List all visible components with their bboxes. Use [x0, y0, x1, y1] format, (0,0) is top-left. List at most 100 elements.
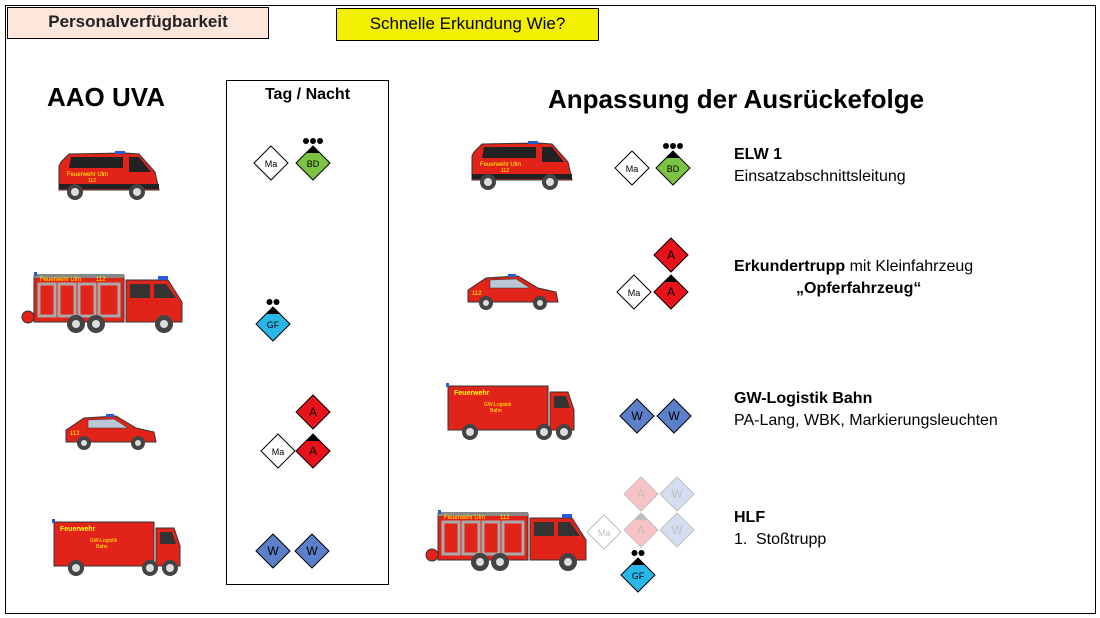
- entry-hlf: HLF 1.Stoßtrupp: [734, 507, 826, 551]
- leader-marker: [664, 275, 678, 282]
- kleinfahrzeug-car-icon: 112: [467, 274, 559, 310]
- role-symbol-label: A: [309, 444, 317, 458]
- role-symbol-a-icon: A: [653, 274, 689, 310]
- role-symbol-label: BD: [307, 159, 320, 169]
- entry-name: ELW 1: [734, 146, 783, 163]
- role-symbol-w-icon: W: [619, 398, 655, 434]
- leader-marker: [266, 307, 280, 314]
- role-symbol-ma-icon: Ma: [614, 150, 650, 186]
- vehicle-number: 112: [501, 168, 509, 174]
- diamond-shape: [253, 145, 289, 181]
- role-symbol-a-icon: A: [653, 237, 689, 273]
- rank-dot: [663, 143, 669, 149]
- diamond-shape: [653, 274, 689, 310]
- entry-name-suffix: mit Kleinfahrzeug: [845, 258, 974, 275]
- role-symbol-label: W: [631, 409, 643, 423]
- role-symbol-ma-icon: Ma: [260, 433, 296, 469]
- vehicle-text: GW-Logistik: [484, 402, 512, 408]
- diamond-shape: [659, 512, 695, 548]
- diamond-shape: [295, 145, 331, 181]
- role-symbol-w-icon: W: [659, 512, 695, 548]
- entry-description: PA-Lang, WBK, Markierungsleuchten: [734, 412, 998, 429]
- vehicle-text: Feuerwehr Ulm: [67, 172, 108, 178]
- vehicle-text: Bahn: [96, 544, 108, 550]
- rank-dot: [266, 299, 273, 305]
- role-symbol-label: Ma: [598, 528, 611, 538]
- entry-name: Erkundertrupp: [734, 258, 846, 275]
- role-symbol-label: Ma: [626, 164, 639, 174]
- entry-description: Stoßtrupp: [756, 531, 827, 548]
- leader-marker: [634, 513, 648, 520]
- role-symbol-label: A: [309, 405, 317, 419]
- role-symbol-label: W: [671, 487, 683, 501]
- rank-dot: [670, 143, 676, 149]
- day-night-panel: Tag / Nacht: [226, 80, 389, 585]
- hlf-truck-icon: Feuerwehr Ulm 112: [425, 510, 587, 571]
- role-symbol-w-icon: W: [659, 476, 695, 512]
- vehicle-text: Feuerwehr: [60, 526, 96, 533]
- leader-marker: [631, 558, 645, 565]
- role-symbol-label: Ma: [628, 288, 641, 298]
- rank-dot: [677, 143, 683, 149]
- role-symbol-label: Ma: [272, 447, 285, 457]
- entry-item-number: 1.: [734, 531, 748, 548]
- role-symbol-label: A: [667, 285, 675, 299]
- diamond-shape: [656, 398, 692, 434]
- vehicle-number: 112: [70, 431, 80, 437]
- kleinfahrzeug-car-icon: 112: [65, 414, 157, 450]
- entry-description: „Opferfahrzeug“: [796, 280, 922, 297]
- role-symbol-label: A: [637, 523, 645, 537]
- role-symbol-a-icon: A: [623, 476, 659, 512]
- role-symbol-bd-icon: BD: [295, 138, 331, 181]
- rank-dot: [631, 550, 638, 556]
- role-symbol-w-icon: W: [255, 533, 291, 569]
- diamond-shape: [623, 512, 659, 548]
- role-symbol-ma-icon: Ma: [586, 514, 622, 550]
- diamond-shape: [619, 398, 655, 434]
- role-symbol-ma-icon: Ma: [616, 274, 652, 310]
- role-symbol-ma-icon: Ma: [253, 145, 289, 181]
- leader-marker: [666, 151, 680, 158]
- role-symbol-label: W: [306, 544, 318, 558]
- diamond-shape: [614, 150, 650, 186]
- diamond-shape: [295, 433, 331, 469]
- role-symbol-label: W: [267, 544, 279, 558]
- diamond-shape: [255, 533, 291, 569]
- vehicle-text: Feuerwehr Ulm: [480, 162, 521, 168]
- role-symbol-w-icon: W: [656, 398, 692, 434]
- diamond-shape: [294, 533, 330, 569]
- tagline-badge: Schnelle Erkundung Wie?: [336, 8, 599, 41]
- entry-name: GW-Logistik Bahn: [734, 390, 873, 407]
- rank-dot: [273, 299, 280, 305]
- role-symbol-label: GF: [267, 320, 280, 330]
- role-symbol-a-icon: A: [295, 433, 331, 469]
- vehicle-text: Feuerwehr Ulm: [40, 277, 81, 283]
- entry-erkundertrupp: Erkundertrupp mit Kleinfahrzeug „Opferfa…: [734, 256, 973, 300]
- role-symbol-a-icon: A: [295, 394, 331, 430]
- anpassung-heading: Anpassung der Ausrückefolge: [548, 84, 925, 114]
- slide-canvas: [5, 5, 1096, 614]
- leader-marker: [306, 434, 320, 441]
- role-symbol-bd-icon: BD: [655, 143, 691, 186]
- diamond-shape: [260, 433, 296, 469]
- vehicle-text: Feuerwehr: [454, 390, 490, 397]
- rank-dot: [310, 138, 316, 144]
- day-night-label: Tag / Nacht: [264, 86, 351, 103]
- diamond-shape: [659, 476, 695, 512]
- role-symbol-gf-icon: GF: [255, 299, 291, 342]
- diamond-shape: [653, 237, 689, 273]
- rank-dot: [303, 138, 309, 144]
- role-symbol-w-icon: W: [294, 533, 330, 569]
- role-symbol-label: A: [637, 487, 645, 501]
- rank-dot: [638, 550, 645, 556]
- leader-marker: [306, 146, 320, 153]
- entry-elw: ELW 1 Einsatzabschnittsleitung: [734, 144, 906, 188]
- hlf-truck-icon: Feuerwehr Ulm 112: [21, 272, 183, 333]
- role-symbol-label: A: [667, 248, 675, 262]
- vehicle-text: Bahn: [490, 408, 502, 414]
- diamond-shape: [620, 557, 656, 593]
- elw-van-icon: Feuerwehr Ulm 112: [471, 141, 573, 190]
- role-symbol-label: BD: [667, 164, 680, 174]
- diamond-shape: [623, 476, 659, 512]
- vehicle-number: 112: [96, 277, 106, 283]
